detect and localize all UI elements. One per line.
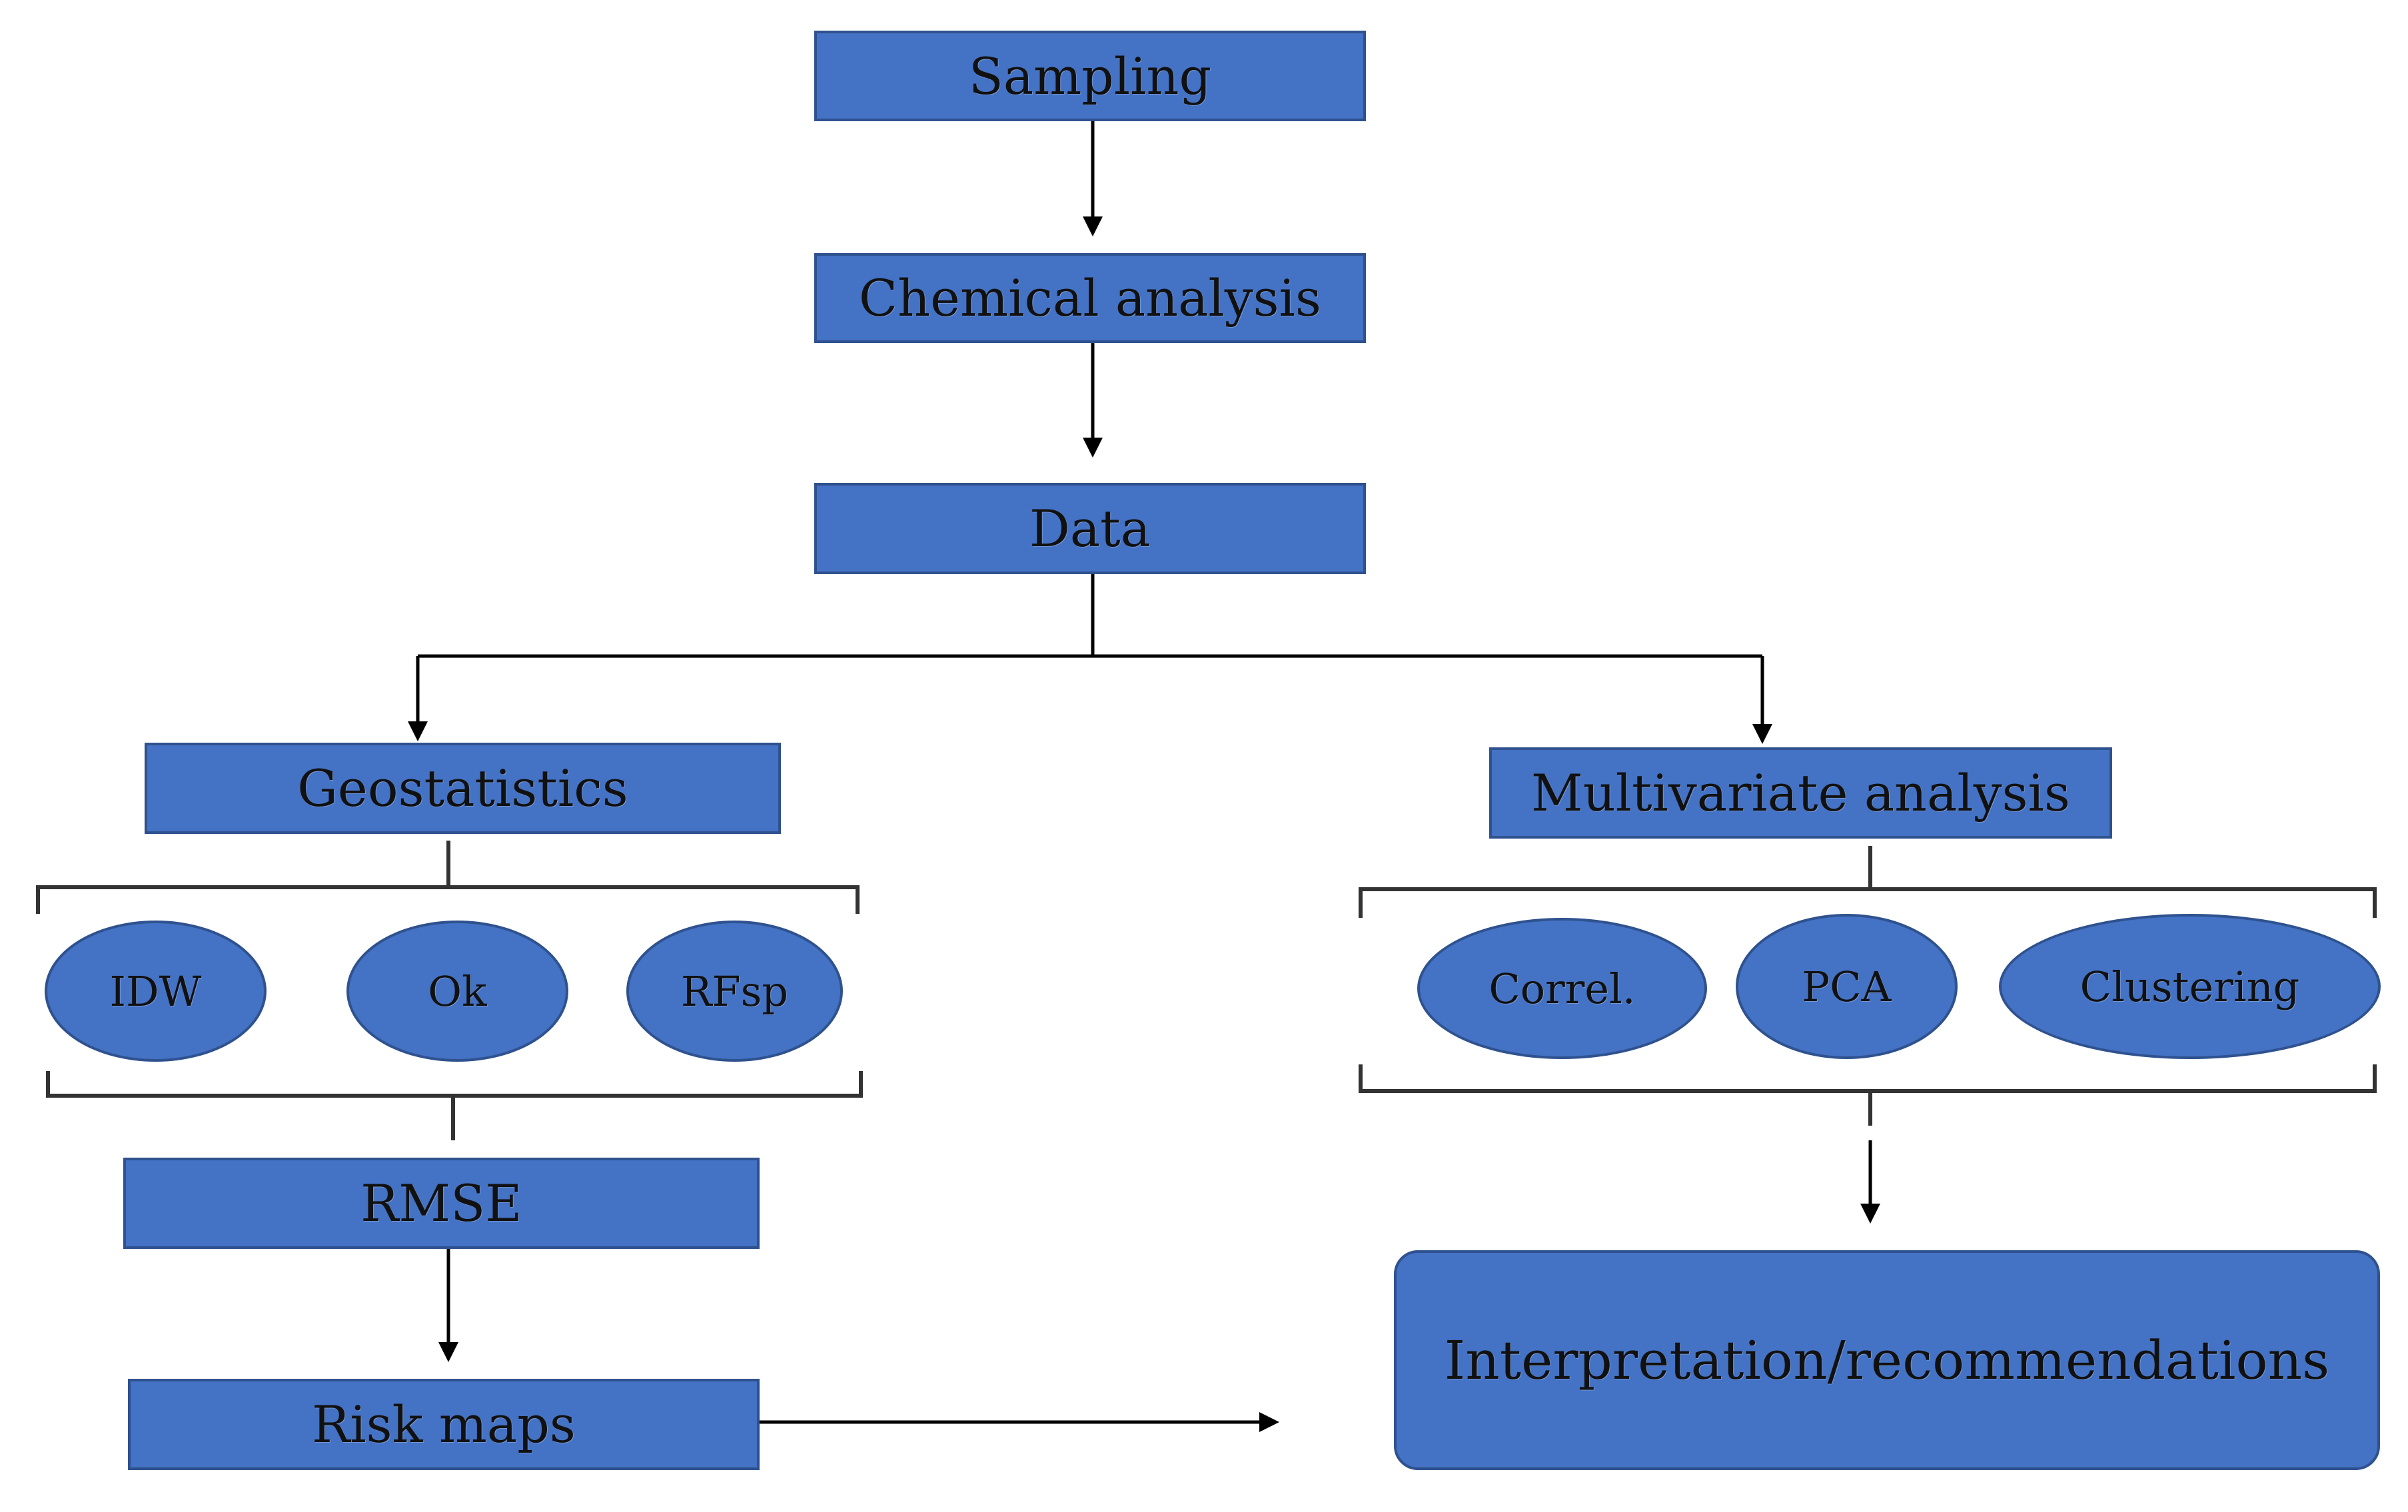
bracket-bottom-geostatistics: [46, 1071, 863, 1098]
bracket-top-geostatistics: [36, 885, 860, 914]
ok-ellipse: Ok: [346, 921, 568, 1062]
clustering-ellipse: Clustering: [1999, 914, 2381, 1059]
chemical-analysis-box: Chemical analysis: [814, 253, 1366, 343]
interpretation-recommendations-box: Interpretation/recommendations: [1394, 1250, 2380, 1470]
bracket-top-multivariate: [1359, 887, 2377, 918]
sampling-box: Sampling: [814, 31, 1366, 121]
rfsp-ellipse: RFsp: [626, 921, 843, 1062]
bracket-bottom-multivariate: [1359, 1064, 2377, 1093]
pca-ellipse: PCA: [1736, 914, 1958, 1059]
geostatistics-box: Geostatistics: [145, 743, 781, 834]
correl-ellipse: Correl.: [1417, 918, 1707, 1059]
risk-maps-box: Risk maps: [128, 1379, 760, 1470]
multivariate-analysis-box: Multivariate analysis: [1489, 747, 2112, 839]
data-box: Data: [814, 483, 1366, 574]
rmse-box: RMSE: [123, 1158, 760, 1249]
idw-ellipse: IDW: [45, 921, 267, 1062]
